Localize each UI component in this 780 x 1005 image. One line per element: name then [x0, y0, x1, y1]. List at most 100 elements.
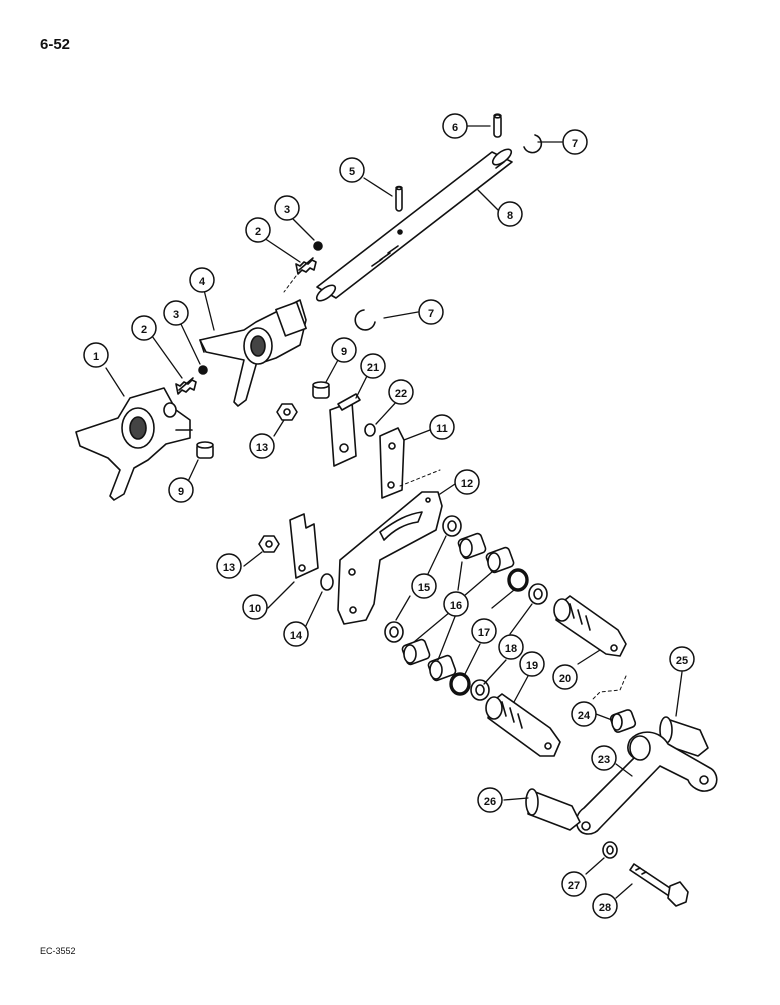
callout-26: 26 — [477, 787, 503, 813]
callout-label: 19 — [526, 660, 538, 672]
bushing-lower — [196, 441, 214, 459]
callout-label: 2 — [255, 226, 261, 238]
callout-20: 20 — [552, 664, 578, 690]
lower-sleeve — [525, 788, 581, 831]
leader-3b — [291, 217, 315, 241]
callout-label: 23 — [598, 754, 610, 766]
callout-label: 3 — [173, 309, 179, 321]
nut-lower — [258, 535, 280, 553]
callout-label: 1 — [93, 351, 99, 363]
leader-9b — [325, 359, 339, 383]
roll-pin-upper — [493, 113, 502, 138]
callout-label: 7 — [428, 308, 434, 320]
callout-7a: 7 — [562, 129, 588, 155]
callout-label: 2 — [141, 324, 147, 336]
callout-label: 13 — [223, 562, 235, 574]
detent-spring-upper — [295, 257, 317, 275]
callout-5: 5 — [339, 157, 365, 183]
callout-9a: 9 — [168, 477, 194, 503]
bushing-large-3 — [401, 638, 431, 666]
bushing-large-4 — [427, 654, 457, 682]
leader-18b — [483, 659, 507, 685]
callout-label: 8 — [507, 210, 513, 222]
splined-shaft-upper — [553, 595, 627, 657]
gate-plate — [337, 491, 443, 625]
leader-27 — [585, 857, 605, 875]
snap-ring-upper — [523, 134, 543, 154]
interlock-plate-upper — [379, 427, 405, 499]
bushing-large-2 — [485, 546, 515, 574]
callout-label: 26 — [484, 796, 496, 808]
leader-15b — [395, 595, 411, 621]
callout-label: 20 — [559, 673, 571, 685]
leader-17a — [491, 589, 515, 609]
leader-26 — [503, 797, 529, 801]
leader-16d — [437, 613, 457, 661]
leader-22 — [375, 399, 399, 425]
thrust-washer-upper-hole — [447, 520, 457, 532]
leader-1 — [105, 367, 125, 397]
callout-6: 6 — [442, 113, 468, 139]
callout-label: 21 — [367, 362, 379, 374]
leader-18a — [509, 603, 533, 635]
callout-label: 15 — [418, 582, 430, 594]
callout-7b: 7 — [418, 299, 444, 325]
leader-7b — [383, 311, 419, 319]
shift-fork-lower — [75, 387, 193, 501]
leader-lines — [105, 125, 683, 899]
callout-label: 9 — [341, 346, 347, 358]
callout-3a: 3 — [163, 300, 189, 326]
nut-upper — [276, 403, 298, 421]
callout-label: 12 — [461, 478, 473, 490]
callout-16: 16 — [443, 591, 469, 617]
callout-15: 15 — [411, 573, 437, 599]
leader-11 — [403, 429, 431, 441]
leader-13b — [243, 551, 263, 567]
callout-label: 10 — [249, 603, 261, 615]
callout-label: 14 — [290, 630, 303, 642]
callout-label: 22 — [395, 388, 407, 400]
leader-17b — [463, 643, 481, 677]
washer-small — [364, 423, 376, 437]
callout-19: 19 — [519, 651, 545, 677]
lever-bushing — [609, 709, 637, 733]
thrust-washer-lower-right — [470, 679, 490, 701]
splined-shaft-lower — [485, 693, 561, 757]
callout-label: 18 — [505, 643, 517, 655]
callout-label: 25 — [676, 655, 688, 667]
page-number: 6-52 — [40, 36, 71, 53]
leader-13a — [273, 419, 285, 437]
thrust-washer-lower — [384, 621, 404, 643]
callout-4: 4 — [189, 267, 215, 293]
interlock-plate-lower — [289, 513, 319, 579]
callout-label: 24 — [578, 710, 591, 722]
callout-label: 28 — [599, 902, 611, 914]
roll-pin-lower — [395, 185, 403, 212]
callout-label: 6 — [452, 122, 458, 134]
leader-23 — [615, 763, 633, 777]
washer-flat — [320, 573, 334, 591]
callout-3b: 3 — [274, 195, 300, 221]
bushing-upper — [312, 381, 330, 399]
callout-17: 17 — [471, 618, 497, 644]
callout-label: 27 — [568, 880, 580, 892]
leader-16b — [463, 571, 493, 597]
callout-label: 13 — [256, 442, 268, 454]
leader-10 — [267, 581, 295, 609]
leader-16c — [413, 611, 451, 643]
leader-28 — [615, 883, 633, 899]
callout-18: 18 — [498, 634, 524, 660]
callout-24: 24 — [571, 701, 597, 727]
snap-ring-lower — [354, 309, 376, 331]
leader-3a — [179, 321, 201, 365]
bolt-washer-hole — [606, 845, 614, 855]
callout-2a: 2 — [131, 315, 157, 341]
thrust-washer-right-hole — [533, 588, 543, 600]
crank-lever — [575, 731, 718, 835]
callout-label: 7 — [572, 138, 578, 150]
callout-23: 23 — [591, 745, 617, 771]
callout-10: 10 — [242, 594, 268, 620]
callout-21: 21 — [360, 353, 386, 379]
figure-code: EC-3552 — [40, 946, 76, 956]
